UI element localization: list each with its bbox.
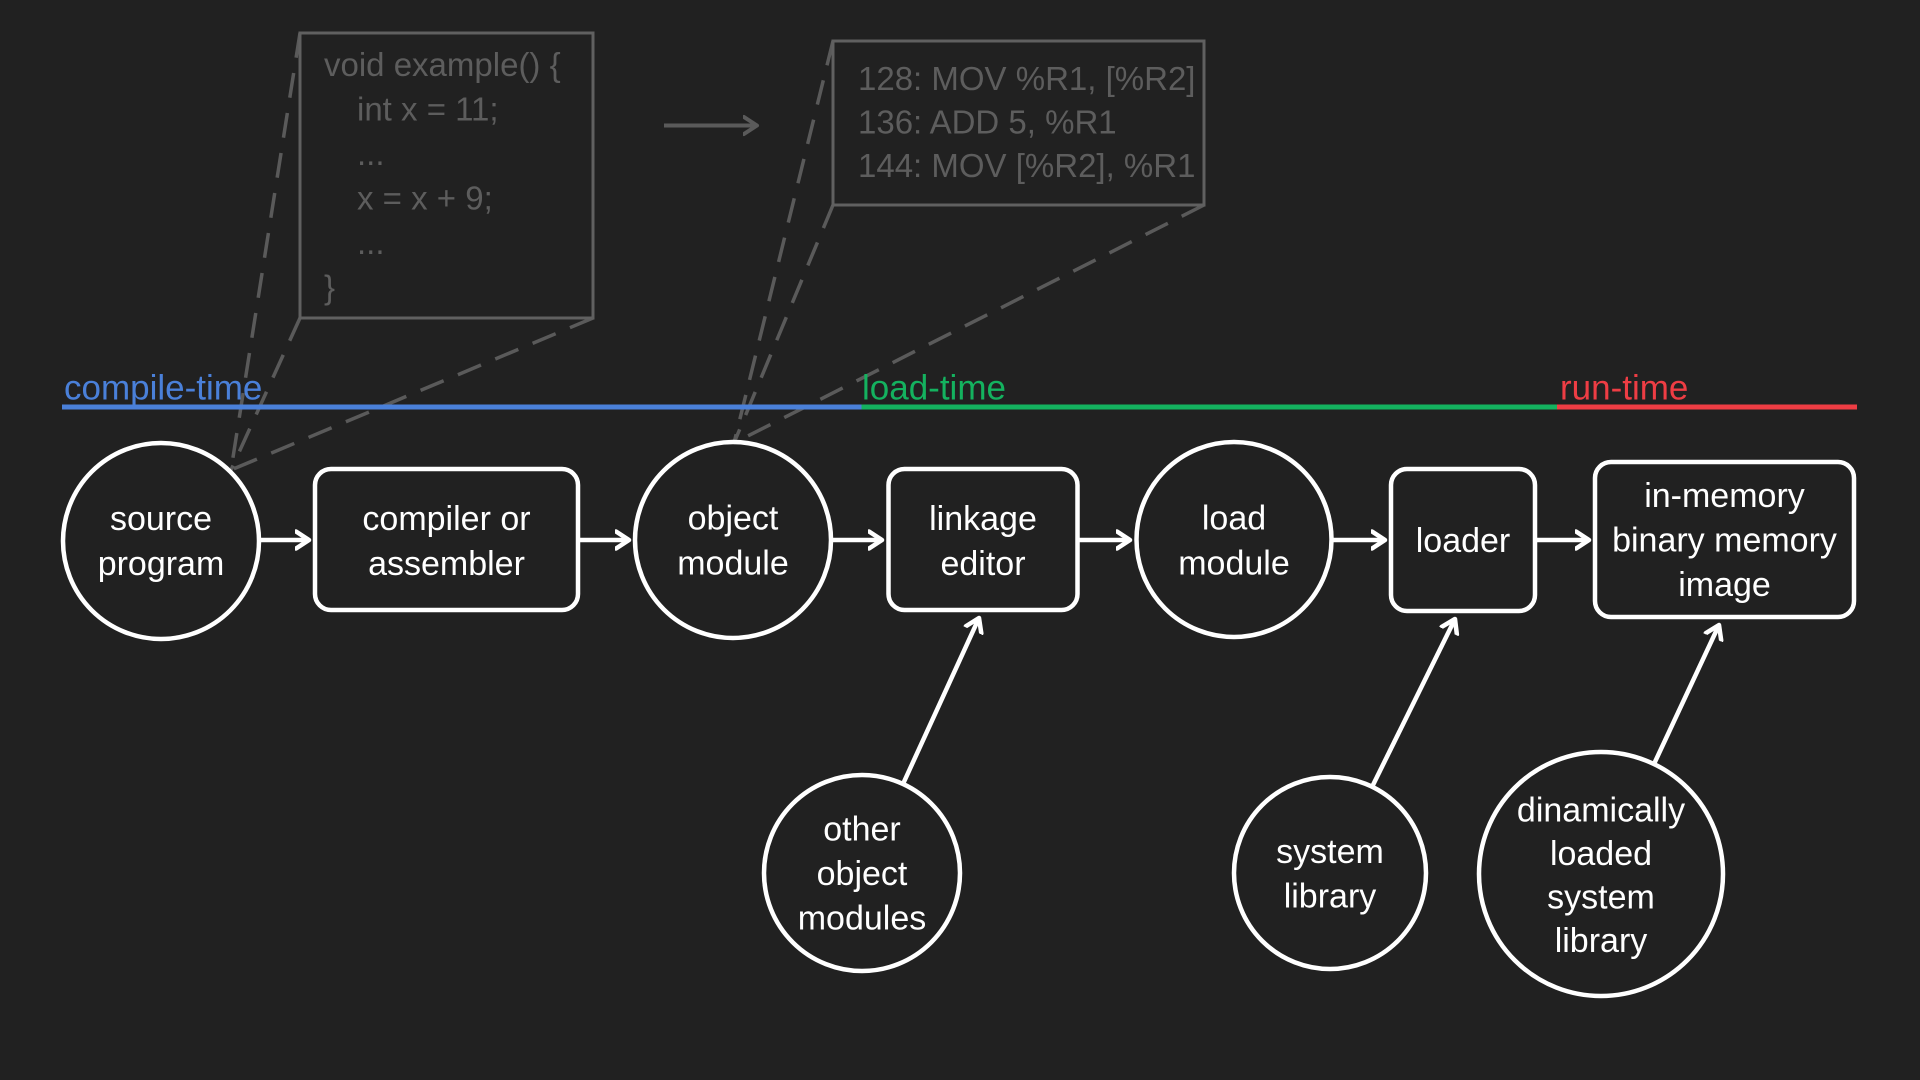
object-code-box — [831, 39, 1206, 207]
linkage-editor-label: linkage — [929, 500, 1037, 538]
source-code-line: ... — [357, 135, 385, 172]
object-module-circle — [632, 439, 834, 641]
callout-line-object-bottomright — [733, 203, 1205, 445]
other-object-modules-label: object — [817, 855, 908, 893]
source-code-line: ... — [357, 224, 385, 261]
source-code-line: void example() { — [324, 46, 561, 83]
arrow-system-library-to-loader — [1369, 619, 1455, 788]
compiler-or-assembler-label: compiler or — [362, 500, 530, 538]
arrow-other-modules-to-linkage — [900, 618, 979, 785]
dynamically-loaded-system-library-label: dinamically — [1517, 792, 1685, 830]
source-program-circle — [60, 440, 262, 642]
load-time-label: load-time — [862, 369, 1006, 408]
node-load-module: load module — [1134, 439, 1334, 640]
arrow-dynamic-library-to-inmemory — [1651, 625, 1719, 765]
dynamically-loaded-system-library-label: system — [1547, 879, 1655, 917]
node-object-module: object module — [632, 439, 834, 641]
node-compiler-or-assembler: compiler or assembler — [312, 466, 581, 613]
node-loader: loader — [1388, 466, 1538, 614]
object-module-label: object — [688, 500, 779, 538]
other-object-modules-circle — [761, 772, 963, 974]
source-code-callout: void example() { int x = 11; ... x = x +… — [229, 31, 595, 472]
compiler-or-assembler-label: assembler — [368, 545, 525, 583]
in-memory-image-label: image — [1678, 566, 1771, 604]
system-library-circle — [1231, 774, 1429, 972]
source-program-label: program — [98, 545, 225, 583]
load-module-label: load — [1202, 500, 1266, 538]
callout-line-object-topleft — [732, 40, 835, 444]
linkage-editor-box — [886, 466, 1080, 613]
source-code-line: int x = 11; — [357, 91, 499, 128]
node-in-memory-image: in-memory binary memory image — [1592, 459, 1857, 620]
node-system-library: system library — [1231, 774, 1429, 972]
load-module-circle — [1134, 439, 1334, 640]
callout-line-object-bottomleft — [732, 204, 835, 444]
node-linkage-editor: linkage editor — [886, 466, 1080, 613]
linkage-editor-label: editor — [940, 545, 1025, 583]
dynamically-loaded-system-library-label: loaded — [1550, 835, 1652, 873]
in-memory-image-box — [1592, 459, 1857, 620]
source-code-box — [298, 31, 595, 320]
callout-line-source-bottomright — [230, 316, 594, 472]
object-code-line: 144: MOV [%R2], %R1 — [858, 147, 1195, 184]
in-memory-image-label: binary memory — [1612, 522, 1837, 560]
object-module-label: module — [677, 545, 789, 583]
load-module-label: module — [1178, 545, 1290, 583]
run-time-label: run-time — [1560, 369, 1688, 408]
loader-label: loader — [1416, 522, 1511, 560]
compile-time-label: compile-time — [64, 369, 262, 408]
node-other-object-modules: other object modules — [761, 772, 963, 974]
object-code-line: 136: ADD 5, %R1 — [858, 104, 1117, 141]
dynamically-loaded-system-library-circle — [1476, 749, 1726, 999]
object-code-callout: 128: MOV %R1, [%R2] 136: ADD 5, %R1 144:… — [732, 39, 1206, 445]
in-memory-image-label: in-memory — [1644, 477, 1805, 515]
system-library-label: library — [1284, 878, 1377, 916]
compiler-or-assembler-box — [312, 466, 581, 613]
source-program-label: source — [110, 500, 212, 538]
system-library-label: system — [1276, 833, 1384, 871]
node-source-program: source program — [60, 440, 262, 642]
other-object-modules-label: other — [823, 811, 901, 849]
node-dynamically-loaded-system-library: dinamically loaded system library — [1476, 749, 1726, 999]
source-code-line: } — [324, 269, 335, 306]
other-object-modules-label: modules — [798, 900, 927, 938]
callout-line-source-topleft — [229, 32, 302, 471]
timeline: compile-time load-time run-time — [62, 369, 1857, 410]
source-code-line: x = x + 9; — [357, 180, 493, 217]
dynamically-loaded-system-library-label: library — [1555, 922, 1648, 960]
object-code-line: 128: MOV %R1, [%R2] — [858, 60, 1195, 97]
callout-line-source-bottomleft — [229, 317, 302, 471]
